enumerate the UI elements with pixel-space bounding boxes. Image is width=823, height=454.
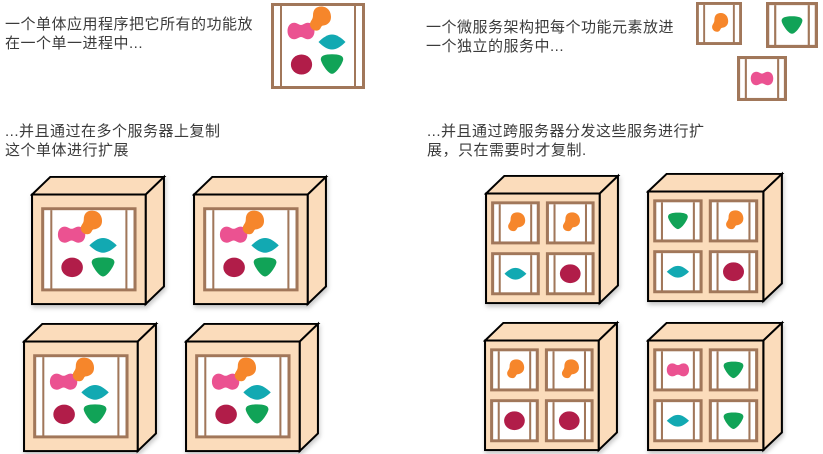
service-crate [653, 348, 703, 392]
monolith-crate [41, 207, 137, 292]
server-box-right-face [598, 173, 619, 306]
bowtie-shape-icon [750, 71, 774, 86]
monolith-server-4 [184, 321, 322, 454]
service-crate [696, 2, 742, 45]
microservice-server-4 [646, 320, 786, 453]
bowtie-shape-icon [666, 363, 690, 377]
server-box-right-face [597, 320, 618, 453]
server-box-top-face [22, 322, 159, 343]
monolith-server-1 [30, 174, 168, 307]
service-crate [491, 201, 540, 245]
server-box-right-face [298, 321, 319, 454]
server-box-top-face [646, 172, 785, 193]
service-crate [490, 399, 539, 443]
circle-shape-icon [290, 54, 313, 75]
service-crate-graphic-1 [696, 2, 742, 45]
server-box-right-face [136, 321, 157, 454]
circle-shape-icon [558, 411, 580, 431]
circle-shape-icon [215, 404, 237, 425]
service-crate [544, 399, 594, 443]
circle-shape-icon [61, 257, 83, 278]
service-crate [708, 199, 759, 243]
monolith-crate [203, 207, 299, 292]
monolith-crate [33, 354, 129, 439]
service-crate [545, 252, 595, 296]
service-crate-graphic-3 [737, 56, 787, 101]
caption-microservice-scale: ...并且通过跨服务器分发这些服务进行扩 展，只在需要时才复制. [427, 123, 705, 159]
circle-shape-icon [504, 411, 525, 431]
service-crate [544, 348, 594, 392]
caption-monolith-scale: ...并且通过在多个服务器上复制 这个单体进行扩展 [5, 123, 221, 159]
server-box-right-face [762, 320, 783, 453]
service-crate [653, 250, 703, 294]
caption-monolith: 一个单体应用程序把它所有的功能放 在一个单一进程中... [5, 16, 254, 52]
server-box-right-face [762, 171, 783, 304]
service-crate [653, 199, 703, 243]
monolith-server-2 [192, 174, 330, 307]
server-box-top-face [646, 321, 785, 342]
server-box-top-face [30, 175, 167, 196]
server-box-top-face [483, 321, 620, 342]
circle-shape-icon [723, 262, 744, 282]
circle-shape-icon [223, 257, 245, 278]
service-crate [708, 399, 759, 443]
service-crate [708, 348, 759, 392]
caption-microservice: 一个微服务架构把每个功能元素放进 一个独立的服务中... [426, 19, 675, 55]
service-crate [737, 56, 787, 101]
service-crate [491, 252, 540, 296]
monolith-crate [271, 3, 365, 89]
monolith-crate-graphic [271, 3, 365, 89]
server-box-top-face [184, 322, 321, 343]
microservice-server-2 [646, 171, 786, 304]
server-box-top-face [192, 175, 329, 196]
server-box-right-face [306, 174, 327, 307]
server-box-right-face [144, 174, 165, 307]
circle-shape-icon [53, 404, 75, 425]
service-crate [708, 250, 759, 294]
service-crate [545, 201, 595, 245]
circle-shape-icon [559, 264, 581, 284]
service-crate-graphic-2 [766, 2, 818, 48]
monolith-crate [195, 354, 291, 439]
service-crate [766, 2, 818, 48]
service-crate [490, 348, 539, 392]
microservice-server-3 [483, 320, 621, 453]
server-box-top-face [484, 174, 621, 195]
service-crate [653, 399, 703, 443]
microservice-server-1 [484, 173, 622, 306]
monolith-server-3 [22, 321, 160, 454]
